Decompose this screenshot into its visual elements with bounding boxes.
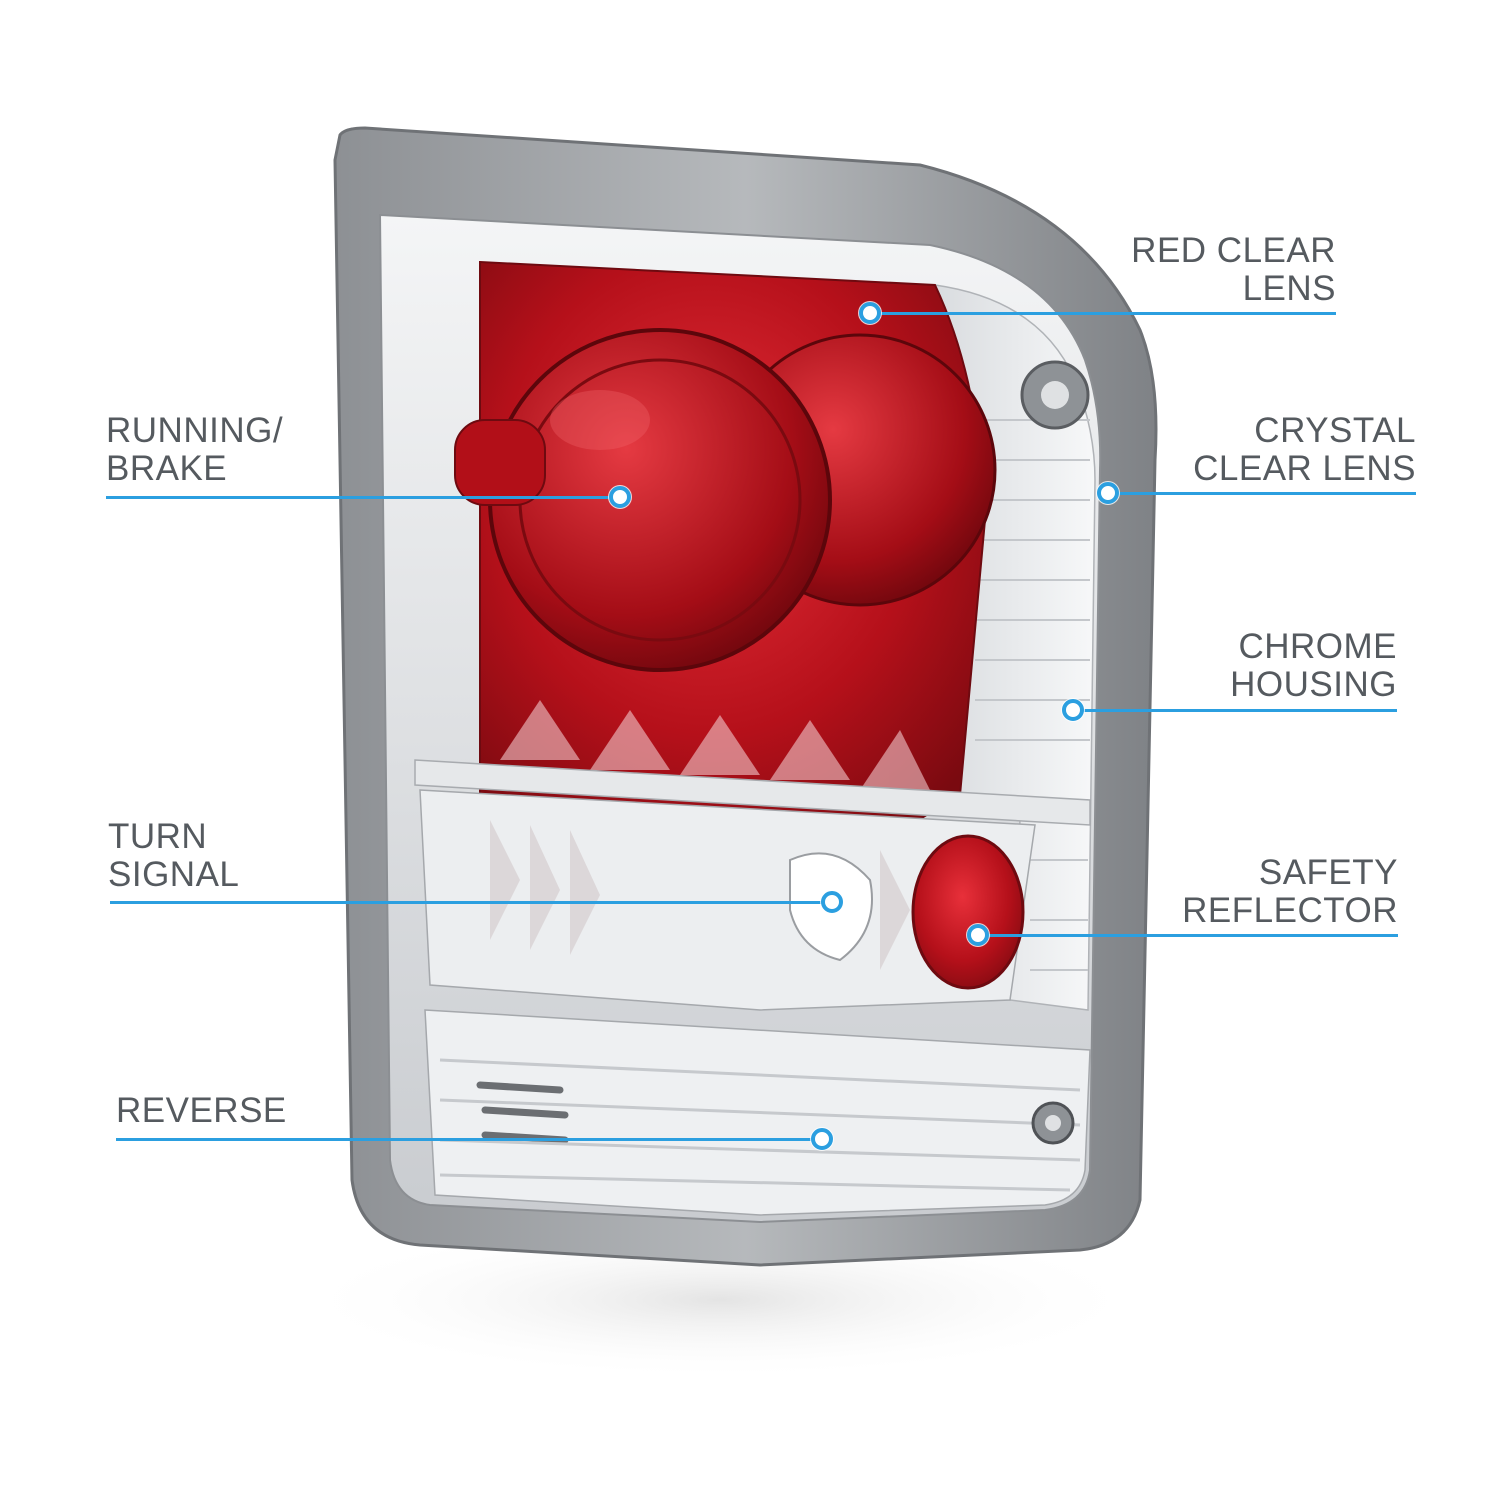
divider-bar <box>414 759 1091 826</box>
running-brake-bulb <box>488 328 832 672</box>
marker-crystal-clear-lens <box>1097 482 1119 504</box>
label-crystal-clear-lens-line1: CRYSTAL <box>1254 411 1416 450</box>
leader-line-running-brake <box>106 496 620 499</box>
label-turn-signal-line1: TURN <box>108 817 208 856</box>
label-reverse: REVERSE <box>116 1092 287 1130</box>
leader-line-reverse <box>116 1138 822 1141</box>
label-chrome-housing: CHROME HOUSING <box>1230 628 1397 704</box>
label-running-brake: RUNNING/ BRAKE <box>106 412 283 488</box>
leader-line-red-clear-lens <box>870 312 1336 315</box>
leader-line-safety-reflector <box>978 934 1398 937</box>
label-safety-reflector: SAFETY REFLECTOR <box>1182 854 1398 930</box>
label-safety-reflector-line2: REFLECTOR <box>1182 891 1398 930</box>
marker-turn-signal <box>821 891 843 913</box>
label-crystal-clear-lens-line2: CLEAR LENS <box>1193 449 1416 488</box>
red-facets <box>500 700 930 790</box>
label-crystal-clear-lens: CRYSTAL CLEAR LENS <box>1193 412 1416 488</box>
reverse-lines <box>439 1058 1081 1192</box>
leader-line-turn-signal <box>110 901 832 904</box>
marker-running-brake <box>609 486 631 508</box>
label-red-clear-lens-line1: RED CLEAR <box>1131 231 1336 270</box>
marker-chrome-housing <box>1062 699 1084 721</box>
marker-safety-reflector <box>967 924 989 946</box>
leader-line-crystal-clear-lens <box>1108 492 1416 495</box>
label-reverse-line1: REVERSE <box>116 1091 287 1130</box>
label-chrome-housing-line2: HOUSING <box>1230 665 1397 704</box>
leader-line-chrome-housing <box>1073 709 1397 712</box>
label-chrome-housing-line1: CHROME <box>1238 627 1397 666</box>
label-red-clear-lens-line2: LENS <box>1242 269 1336 308</box>
marker-red-clear-lens <box>859 302 881 324</box>
marker-reverse <box>811 1128 833 1150</box>
turn-facets <box>490 820 910 970</box>
label-turn-signal: TURN SIGNAL <box>108 818 239 894</box>
label-safety-reflector-line1: SAFETY <box>1258 853 1398 892</box>
floor-shadow <box>290 1220 1150 1380</box>
label-red-clear-lens: RED CLEAR LENS <box>1131 232 1336 308</box>
label-running-brake-line2: BRAKE <box>106 449 228 488</box>
safety-reflector-disc <box>911 834 1025 990</box>
label-running-brake-line1: RUNNING/ <box>106 411 284 450</box>
red-nub <box>454 419 546 506</box>
label-turn-signal-line2: SIGNAL <box>108 855 240 894</box>
